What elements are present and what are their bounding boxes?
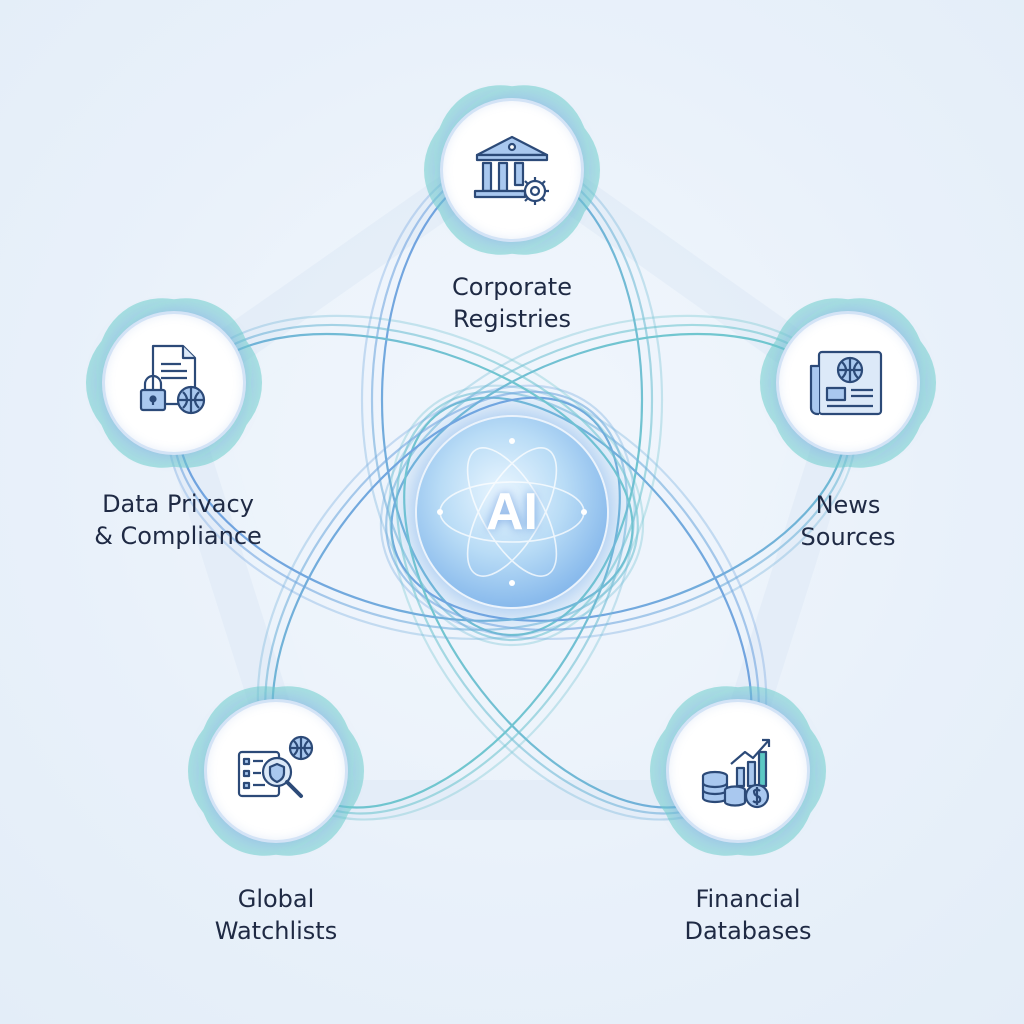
node-disc <box>443 101 581 239</box>
label-financial-databases: Financial Databases <box>618 883 878 947</box>
label-line: Data Privacy <box>102 490 254 518</box>
node-financial-databases <box>648 681 828 861</box>
list-magnifier-shield-globe-icon <box>237 735 314 798</box>
node-news-sources <box>758 293 938 473</box>
label-global-watchlists: Global Watchlists <box>146 883 406 947</box>
label-corporate-registries: Corporate Registries <box>382 271 642 335</box>
document-lock-globe-icon <box>139 344 206 415</box>
ai-hub: AI <box>387 387 637 637</box>
ai-label: AI <box>486 483 538 541</box>
coins-growth-chart-icon <box>701 738 771 809</box>
label-line: Sources <box>800 523 896 551</box>
node-data-privacy-compliance <box>84 293 264 473</box>
newspaper-globe-icon <box>809 350 883 416</box>
label-line: Watchlists <box>214 917 338 945</box>
label-line: Databases <box>684 917 812 945</box>
label-line: Registries <box>453 305 571 333</box>
label-line: Global <box>237 885 315 913</box>
ai-orb <box>417 417 607 607</box>
label-line: & Compliance <box>94 522 262 550</box>
label-data-privacy-compliance: Data Privacy & Compliance <box>48 488 308 552</box>
node-corporate-registries <box>422 80 602 260</box>
bank-gear-icon <box>473 135 549 205</box>
label-line: Corporate <box>452 273 572 301</box>
atom-orbit-icon <box>437 438 587 586</box>
node-global-watchlists <box>186 681 366 861</box>
label-line: Financial <box>695 885 801 913</box>
label-line: News <box>815 491 881 519</box>
label-news-sources: News Sources <box>718 489 978 553</box>
